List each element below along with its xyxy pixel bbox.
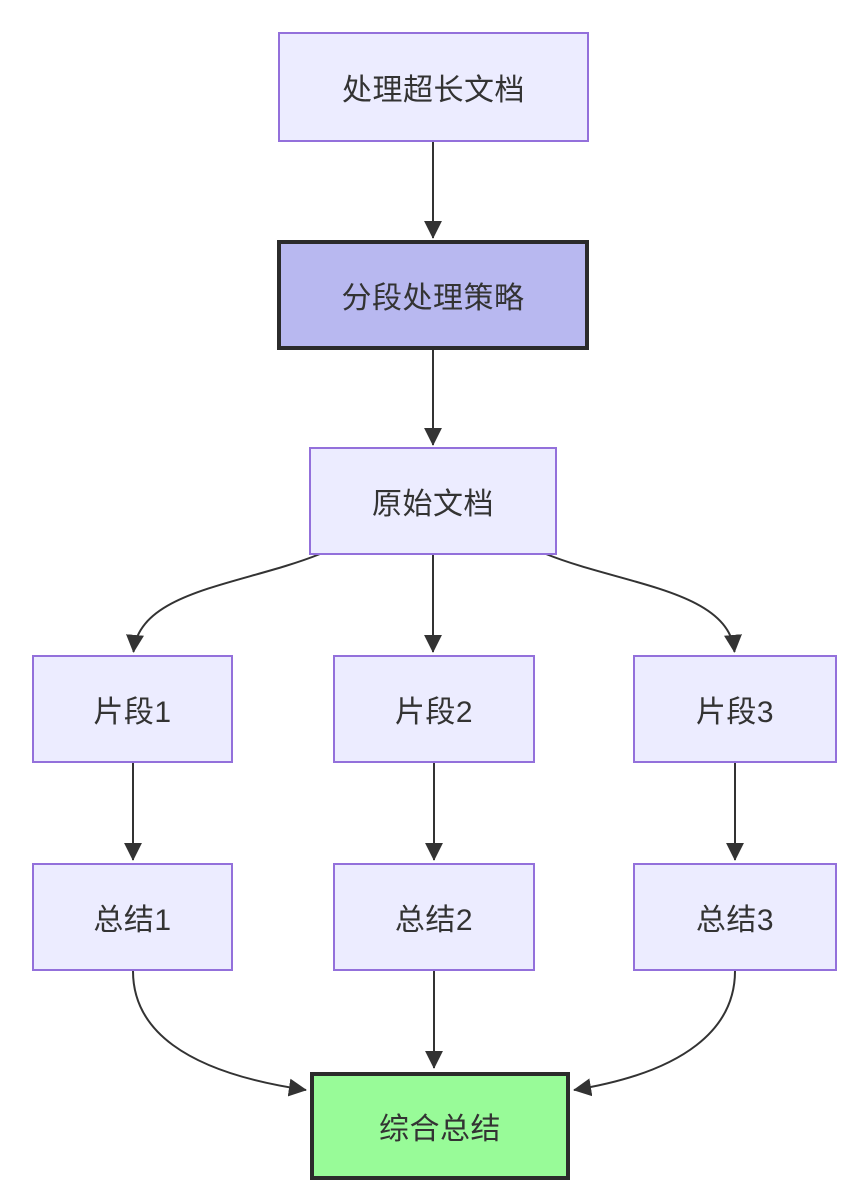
node-segmentation-strategy-label: 分段处理策略	[341, 282, 525, 315]
node-summary-2: 总结2	[333, 863, 535, 971]
node-chunk-1-label: 片段1	[93, 696, 172, 729]
node-chunk-3: 片段3	[633, 655, 837, 763]
node-process-long-doc: 处理超长文档	[278, 32, 589, 142]
node-chunk-2-label: 片段2	[394, 696, 474, 729]
node-chunk-2: 片段2	[333, 655, 535, 763]
node-segmentation-strategy: 分段处理策略	[277, 240, 589, 350]
node-final-summary-label: 综合总结	[379, 1113, 501, 1146]
node-original-doc-label: 原始文档	[372, 488, 494, 521]
edge-doc-chunk1	[126, 553, 321, 653]
node-summary-3-label: 总结3	[695, 904, 775, 937]
edge-sum1-final	[132, 970, 307, 1097]
node-summary-1: 总结1	[32, 863, 233, 971]
node-summary-1-label: 总结1	[93, 904, 172, 937]
node-original-doc: 原始文档	[309, 447, 557, 555]
node-process-long-doc-label: 处理超长文档	[342, 74, 525, 107]
node-summary-3: 总结3	[633, 863, 837, 971]
node-chunk-3-label: 片段3	[695, 696, 775, 729]
node-final-summary: 综合总结	[310, 1072, 570, 1180]
node-summary-2-label: 总结2	[394, 904, 474, 937]
node-chunk-1: 片段1	[32, 655, 233, 763]
edge-doc-chunk3	[545, 553, 742, 653]
edge-sum3-final	[573, 970, 736, 1097]
